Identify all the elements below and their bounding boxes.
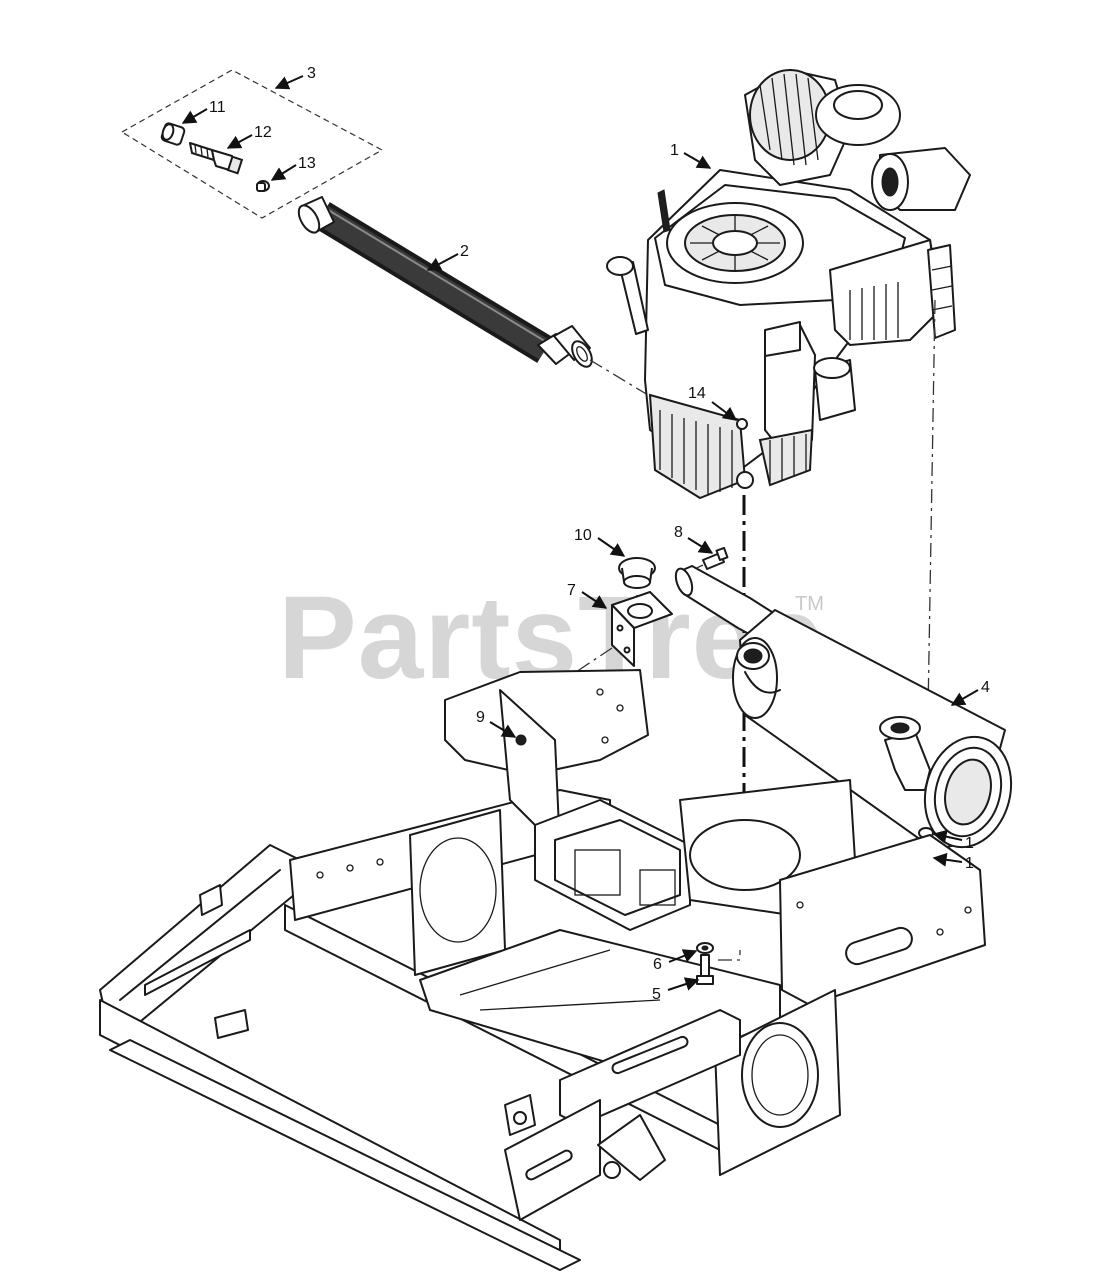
callout-label-2: 2 [460, 243, 469, 260]
bolt-5-alignment-line [718, 950, 741, 961]
part-4-muffler [674, 565, 1013, 851]
hose-alignment-line [589, 359, 649, 396]
watermark-trademark: TM [795, 593, 824, 615]
callout-label-6: 6 [653, 956, 662, 973]
part-12-drain-valve [189, 142, 244, 175]
callout-label-5: 5 [652, 986, 661, 1003]
part-10-grommet [618, 557, 656, 589]
callout-label-10: 10 [574, 527, 592, 544]
callout-label-8: 8 [674, 524, 683, 541]
part-11-cap [160, 122, 186, 146]
part-1-engine [606, 69, 971, 500]
callout-label-11: 11 [209, 99, 226, 116]
part-13-plug [256, 180, 270, 192]
callout-label-1-upper: 1 [965, 835, 974, 852]
callout-label-13: 13 [298, 155, 316, 172]
part-5-bolt [700, 954, 710, 977]
callout-label-14: 14 [688, 385, 706, 402]
callout-label-9: 9 [476, 709, 485, 726]
callouts: 3 11 12 13 2 1 14 10 8 7 4 9 1 [181, 65, 990, 1003]
part-8-bolt [702, 546, 729, 570]
drain-kit-group [120, 69, 384, 219]
callout-label-1-lower: 1 [965, 855, 974, 872]
callout-label-12: 12 [254, 124, 272, 141]
callout-label-7: 7 [567, 582, 576, 599]
callout-label-1-engine: 1 [670, 142, 679, 159]
callout-label-4: 4 [981, 679, 990, 696]
part-9-nut [515, 734, 527, 746]
callout-label-3: 3 [307, 65, 316, 82]
part-7-bracket [611, 591, 673, 667]
mower-frame [99, 669, 986, 1271]
drain-kit-boundary [120, 69, 384, 219]
part-2-drain-hose [297, 196, 593, 368]
